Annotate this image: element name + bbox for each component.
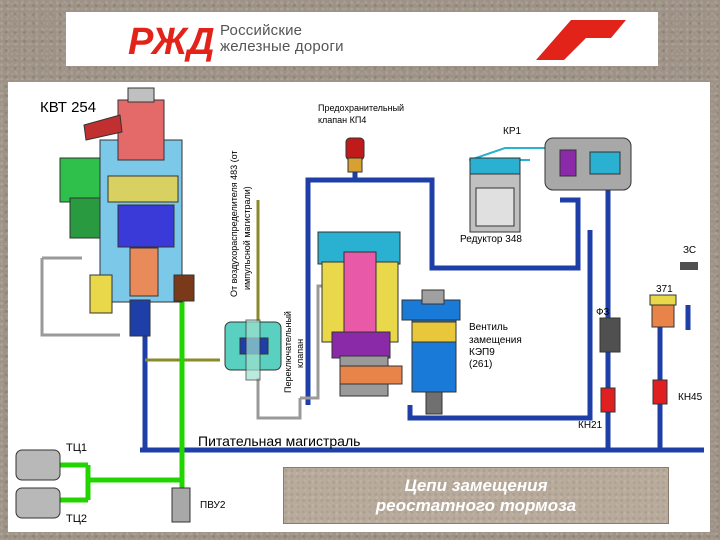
valve-371 bbox=[649, 262, 698, 328]
kn45-tap bbox=[652, 379, 668, 405]
label-ventil-3: КЭП9 bbox=[469, 347, 495, 358]
label-ventil-4: (261) bbox=[469, 359, 492, 370]
pvu2-valve bbox=[171, 487, 191, 523]
kvt-254-valve bbox=[59, 87, 195, 337]
label-f3: Ф3 bbox=[596, 307, 610, 318]
kp4-valve bbox=[345, 137, 365, 173]
logo-swoosh-icon bbox=[536, 20, 626, 60]
label-feed-main: Питательная магистраль bbox=[198, 433, 360, 449]
logo-banner: РЖД Российские железные дороги bbox=[66, 12, 658, 66]
label-kp4-line-2: клапан КП4 bbox=[318, 115, 366, 125]
logo-line-2: железные дороги bbox=[220, 38, 344, 55]
label-air-distributor-1: От воздухораспределителя 483 (от bbox=[229, 150, 239, 297]
caption-box: Цепи замещения реостатного тормоза bbox=[283, 467, 669, 524]
brake-cylinder-tc1 bbox=[15, 449, 61, 481]
label-kn45: КН45 bbox=[678, 392, 703, 403]
logo-line-1: Российские bbox=[220, 22, 303, 39]
f3-valve bbox=[599, 317, 621, 353]
rzd-logo-mark: РЖД bbox=[128, 20, 626, 63]
central-valve bbox=[317, 231, 403, 397]
label-zs: ЗС bbox=[683, 245, 696, 256]
label-reductor: Редуктор 348 bbox=[460, 234, 522, 245]
brake-cylinder-lines bbox=[60, 300, 185, 503]
label-pvu2: ПВУ2 bbox=[200, 500, 226, 511]
label-air-distributor-2: импульсной магистрали) bbox=[242, 186, 252, 290]
kn21-tap bbox=[600, 387, 616, 413]
label-tc2: ТЦ2 bbox=[66, 513, 87, 525]
diagram-panel: КВТ 254 Предохранительный клапан КП4 КР1… bbox=[8, 82, 710, 532]
feed-main-lines bbox=[140, 170, 704, 453]
label-tc1: ТЦ1 bbox=[66, 442, 87, 454]
reductor-348 bbox=[469, 157, 521, 233]
rzd-logo-letters: РЖД bbox=[128, 21, 215, 63]
label-kr1: КР1 bbox=[503, 126, 521, 137]
caption-text: Цепи замещения реостатного тормоза bbox=[375, 475, 577, 515]
label-kvt-254: КВТ 254 bbox=[40, 99, 96, 116]
label-ventil-1: Вентиль bbox=[469, 322, 508, 333]
kr1-valve bbox=[544, 137, 632, 191]
label-ventil-2: замещения bbox=[469, 335, 522, 346]
brake-cylinder-tc2 bbox=[15, 487, 61, 519]
switch-valve bbox=[224, 319, 282, 381]
kep9-ventil bbox=[401, 289, 461, 415]
label-kn21: КН21 bbox=[578, 420, 603, 431]
label-kp4-line-1: Предохранительный bbox=[318, 103, 404, 113]
logo-company-name: Российские железные дороги bbox=[220, 23, 344, 55]
label-371: 371 bbox=[656, 284, 673, 295]
brake-schematic: КВТ 254 Предохранительный клапан КП4 КР1… bbox=[15, 87, 704, 525]
label-switch-valve-2: клапан bbox=[295, 339, 305, 368]
label-switch-valve-1: Переключательный bbox=[283, 311, 293, 393]
